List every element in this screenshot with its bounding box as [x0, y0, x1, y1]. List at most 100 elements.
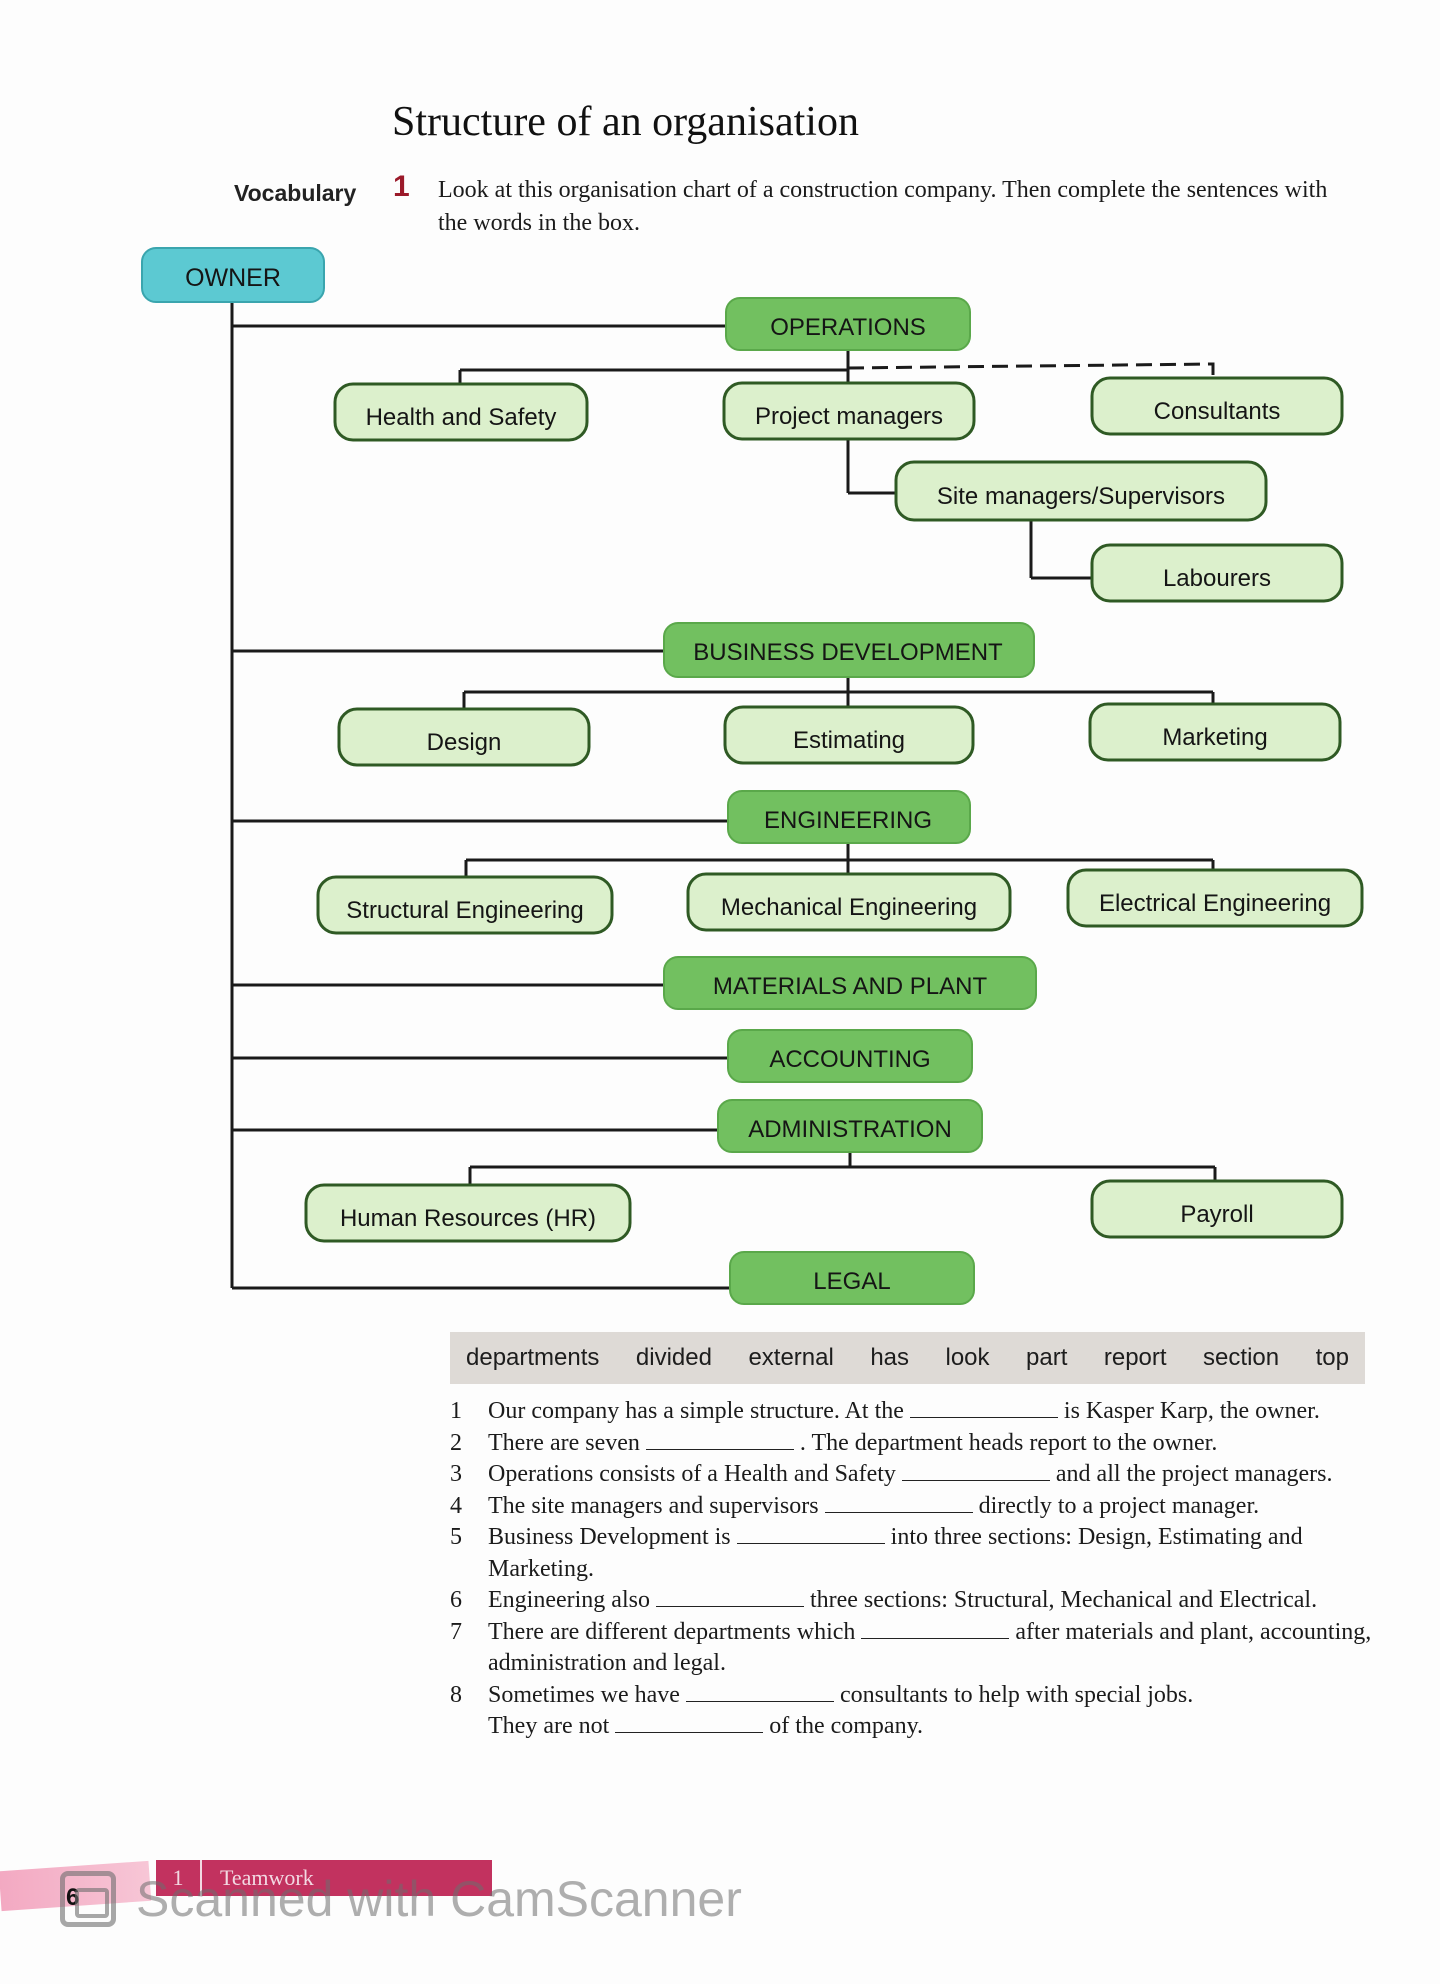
unit-name: Teamwork: [220, 1865, 314, 1890]
org-connector-lines: [230, 300, 1217, 1290]
sentence-text: The site managers and supervisors: [488, 1492, 819, 1519]
node-site-managers: [894, 460, 1268, 522]
sentence-text: . The department heads report to the own…: [799, 1429, 1218, 1456]
sentence-number: 3: [450, 1461, 462, 1487]
sentence-number: 2: [450, 1429, 462, 1456]
node-health-and-safety: [333, 382, 589, 442]
node-operations-label: OPERATIONS: [770, 314, 926, 341]
answer-blank[interactable]: [645, 1431, 794, 1450]
node-estimating: [723, 705, 975, 765]
word-box-item: departments: [466, 1344, 600, 1371]
word-box-item: top: [1315, 1344, 1349, 1371]
sentence-text: There are different departments which: [488, 1618, 856, 1645]
answer-blank[interactable]: [909, 1399, 1058, 1418]
section-label: Vocabulary: [234, 180, 357, 206]
node-owner-label: OWNER: [185, 264, 281, 292]
answer-blank[interactable]: [615, 1714, 764, 1733]
org-chart: OWNER OPERATIONS BUSINESS DEVELOPMENT EN…: [141, 247, 1364, 1305]
node-mechanical-engineering-label: Mechanical Engineering: [721, 894, 977, 921]
sentence-text: of the company.: [769, 1713, 924, 1739]
answer-blank[interactable]: [655, 1588, 804, 1607]
node-engineering: ENGINEERING: [727, 790, 971, 844]
node-materials-and-plant: MATERIALS AND PLANT: [663, 956, 1037, 1010]
node-structural-engineering: [316, 875, 614, 935]
word-box-item: part: [1026, 1344, 1068, 1371]
node-structural-engineering-label: Structural Engineering: [346, 897, 583, 924]
node-marketing: [1088, 702, 1342, 762]
sentence-text: They are not: [488, 1713, 610, 1739]
answer-blank[interactable]: [736, 1525, 885, 1544]
node-marketing-label: Marketing: [1162, 724, 1267, 751]
unit-footer-tab: 1 Teamwork: [156, 1860, 492, 1896]
exercise-instructions: Look at this organisation chart of a con…: [438, 177, 1328, 236]
node-engineering-label: ENGINEERING: [764, 807, 932, 834]
sentence-item: 2 There are seven . The department heads r…: [450, 1428, 1380, 1460]
sentence-text: Sometimes we have: [488, 1681, 680, 1708]
node-administration-label: ADMINISTRATION: [748, 1116, 952, 1143]
sentence-text: Our company has a simple structure. At t…: [488, 1398, 904, 1424]
node-accounting-label: ACCOUNTING: [769, 1046, 930, 1073]
node-health-and-safety-label: Health and Safety: [366, 404, 557, 431]
sentence-item: 1 Our company has a simple structure. At …: [450, 1396, 1380, 1428]
sentence-number: 1: [450, 1398, 462, 1424]
answer-blank[interactable]: [901, 1462, 1050, 1481]
sentence-text: There are seven: [488, 1429, 640, 1456]
node-labourers: [1090, 543, 1344, 603]
sentence-text: directly to a project manager.: [978, 1492, 1260, 1519]
node-administration: ADMINISTRATION: [717, 1099, 983, 1153]
node-labourers-label: Labourers: [1163, 565, 1271, 592]
node-legal-label: LEGAL: [813, 1268, 890, 1295]
node-human-resources-label: Human Resources (HR): [340, 1205, 596, 1232]
sentence-number: 4: [450, 1492, 462, 1519]
node-electrical-engineering-label: Electrical Engineering: [1099, 890, 1331, 917]
sentence-text: into three sections: Design, Estimating …: [488, 1524, 1303, 1582]
node-site-managers-label: Site managers/Supervisors: [937, 483, 1225, 510]
sentence-text: Engineering also: [488, 1587, 650, 1613]
scanner-watermark: Scanned with CamScanner: [60, 1870, 742, 1928]
answer-blank[interactable]: [685, 1683, 834, 1702]
watermark-text: Scanned with CamScanner: [136, 1871, 742, 1927]
word-box-item: divided: [635, 1344, 712, 1371]
answer-blank[interactable]: [861, 1620, 1010, 1639]
sentence-text: Business Development is: [488, 1524, 731, 1550]
exercise-sentences: 1 Our company has a simple structure. At …: [450, 1396, 1380, 1743]
answer-blank[interactable]: [824, 1494, 973, 1513]
sentence-text: and all the project managers.: [1055, 1461, 1333, 1487]
node-business-development: BUSINESS DEVELOPMENT: [663, 622, 1035, 678]
sentence-text: is Kasper Karp, the owner.: [1063, 1398, 1320, 1424]
node-consultants: [1090, 376, 1344, 436]
node-accounting: ACCOUNTING: [727, 1029, 973, 1083]
camscanner-logo-icon: [60, 1871, 116, 1927]
node-consultants-label: Consultants: [1154, 398, 1281, 425]
exercise-number: 1: [393, 170, 410, 203]
node-mechanical-engineering: [686, 872, 1012, 932]
node-estimating-label: Estimating: [793, 727, 905, 754]
word-box-item: report: [1103, 1344, 1167, 1371]
sentence-number: 5: [450, 1524, 462, 1550]
node-electrical-engineering: [1066, 868, 1364, 928]
page-title: Structure of an organisation: [392, 99, 859, 145]
node-materials-and-plant-label: MATERIALS AND PLANT: [713, 973, 988, 1000]
word-box-item: has: [870, 1344, 910, 1371]
node-legal: LEGAL: [729, 1251, 975, 1305]
node-human-resources: [304, 1183, 632, 1243]
node-owner: OWNER: [141, 247, 325, 303]
node-payroll-label: Payroll: [1180, 1201, 1253, 1228]
node-project-managers-label: Project managers: [755, 403, 943, 430]
sentence-number: 6: [450, 1587, 462, 1613]
sentence-number: 7: [450, 1618, 462, 1645]
node-operations: OPERATIONS: [725, 297, 971, 351]
node-design: [337, 707, 591, 767]
node-project-managers: [722, 381, 976, 441]
sentence-item: 6 Engineering also three sections: Structu…: [450, 1585, 1380, 1617]
unit-number: 1: [156, 1860, 202, 1896]
sentence-text: three sections: Structural, Mechanical a…: [809, 1587, 1318, 1613]
sentence-number: 8: [450, 1681, 462, 1708]
node-design-label: Design: [427, 729, 502, 756]
word-box-item: look: [945, 1344, 990, 1371]
sentence-text: after materials and plant, accounting, a…: [488, 1618, 1372, 1677]
node-payroll: [1090, 1179, 1344, 1239]
